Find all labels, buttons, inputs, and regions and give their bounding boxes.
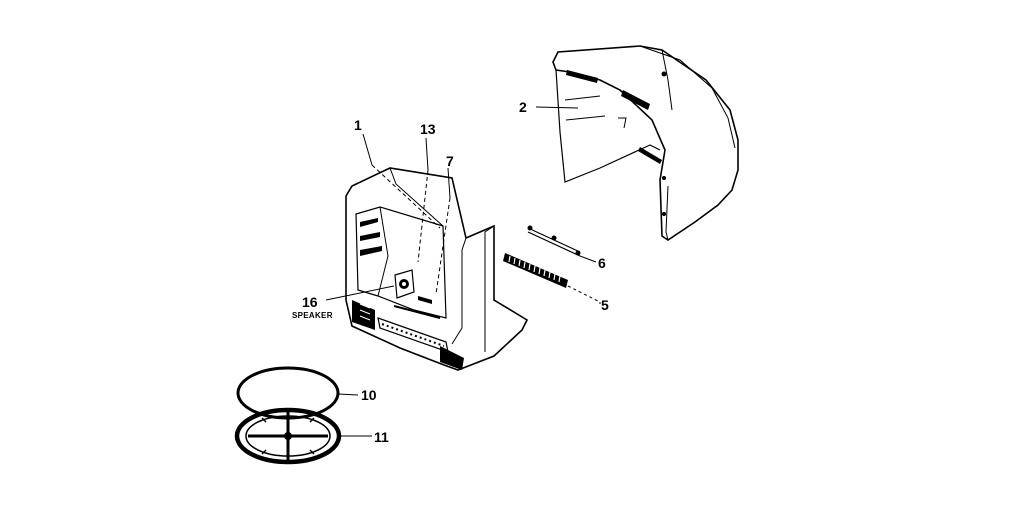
grille-ring xyxy=(234,407,342,465)
callout-1: 1 xyxy=(354,117,362,133)
speaker-label: SPEAKER xyxy=(292,311,333,320)
callout-11: 11 xyxy=(374,429,389,445)
callout-10: 10 xyxy=(361,387,377,403)
callout-6: 6 xyxy=(598,255,606,271)
callout-13: 13 xyxy=(420,121,436,137)
cabinet-front xyxy=(345,167,529,371)
rear-cover xyxy=(552,45,739,241)
bracket xyxy=(527,225,581,257)
speaker-strip xyxy=(503,253,601,303)
callout-2: 2 xyxy=(519,99,527,115)
callout-16: 16 xyxy=(302,294,318,310)
leader-lines xyxy=(325,106,601,437)
callout-7: 7 xyxy=(446,153,454,169)
callout-5: 5 xyxy=(601,297,609,313)
callout-labels: 1 13 7 2 6 5 16 SPEAKER 10 11 xyxy=(292,99,609,445)
